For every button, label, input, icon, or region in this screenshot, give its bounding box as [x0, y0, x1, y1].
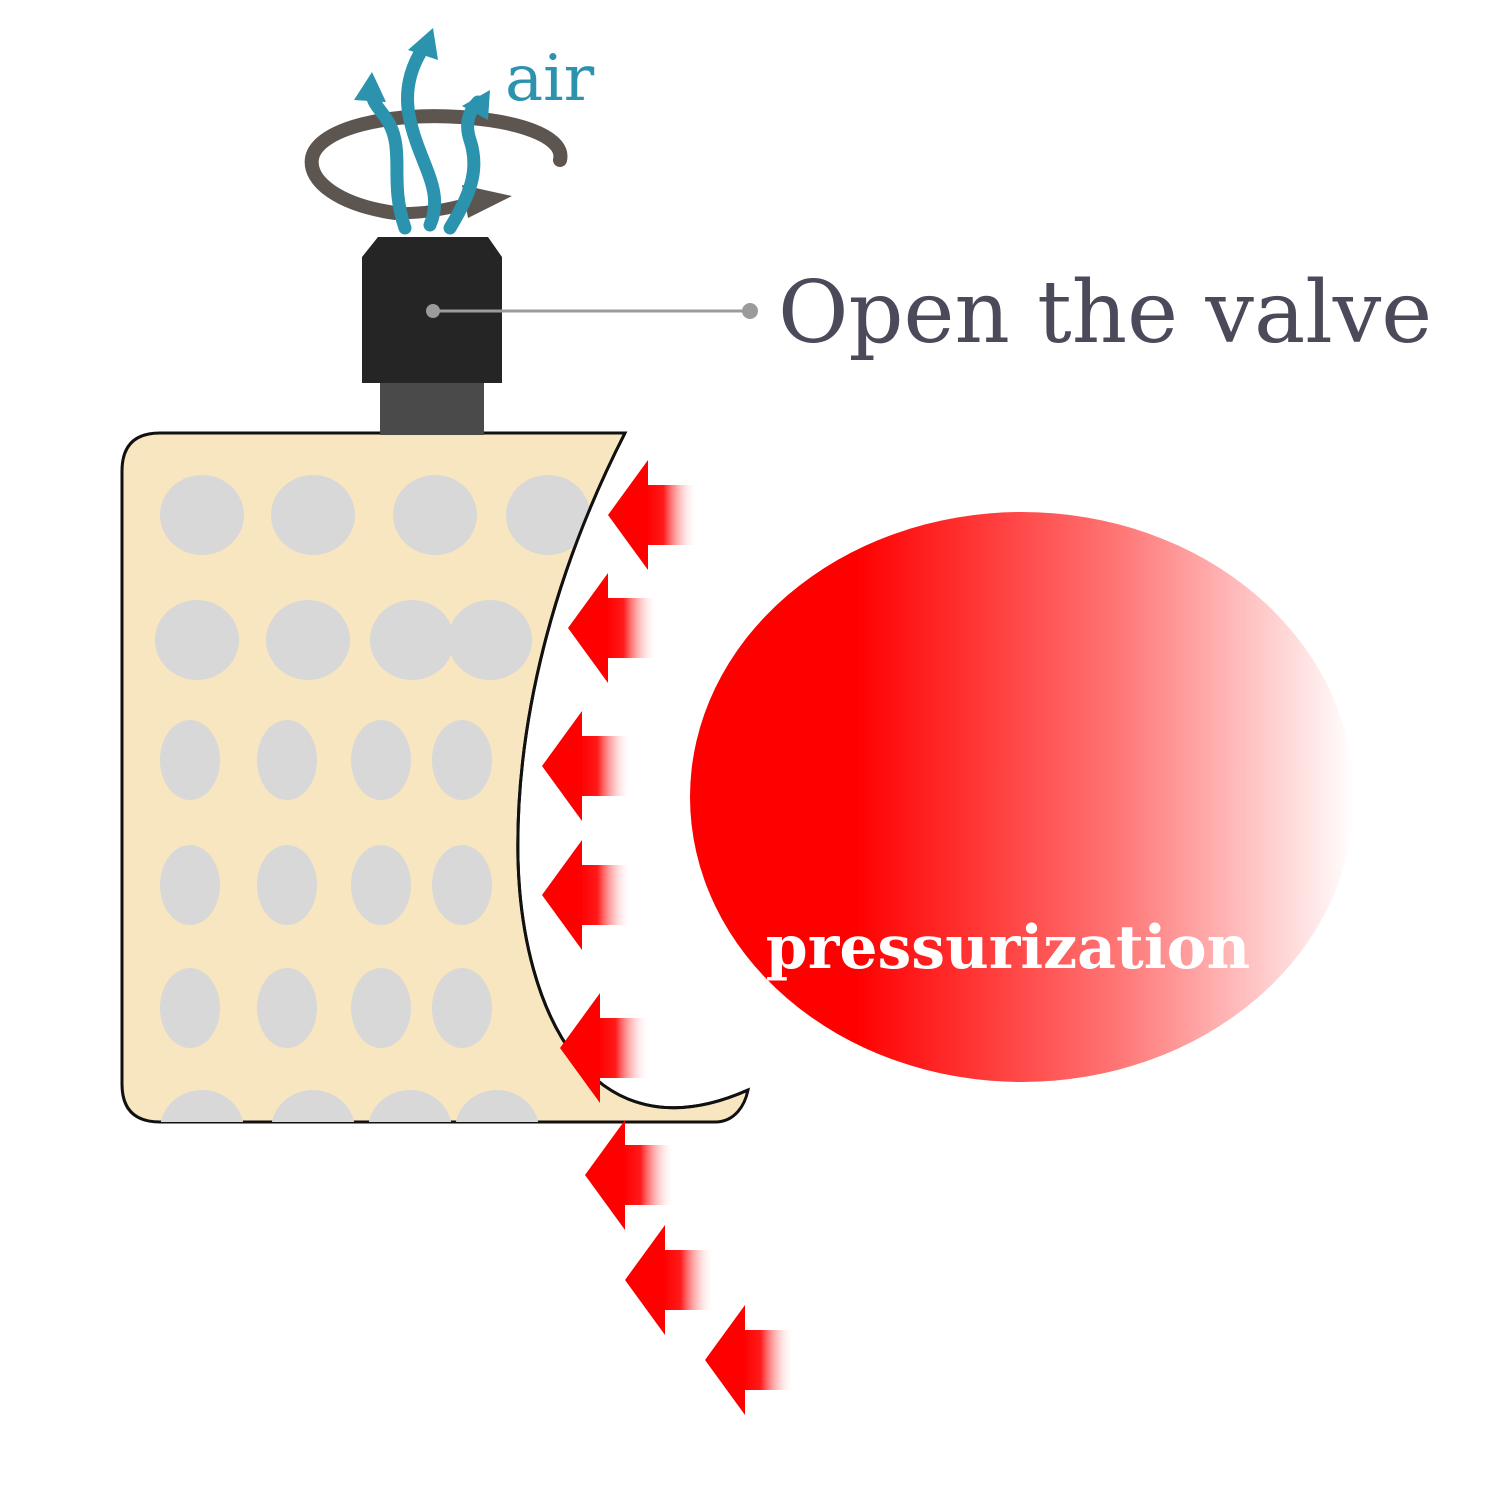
pressure-arrow-icon: [585, 1120, 673, 1230]
content-dot: [160, 1090, 244, 1158]
content-dot: [388, 1340, 472, 1420]
content-dot: [432, 968, 492, 1048]
pressure-arrow-icon: [542, 711, 630, 821]
valve-neck: [380, 380, 484, 435]
air-flow-icon: [354, 28, 490, 235]
valve: [362, 237, 502, 435]
pressure-arrow-icon: [542, 840, 630, 950]
pressure-arrow-icon: [608, 460, 696, 570]
content-dot: [493, 1340, 577, 1420]
content-dot: [370, 600, 454, 680]
content-dot: [432, 845, 492, 925]
pressure-oval: [690, 512, 1354, 1082]
pressure-arrow-icon: [568, 573, 656, 683]
content-dot: [271, 475, 355, 555]
content-dot: [160, 720, 220, 800]
content-dot: [432, 720, 492, 800]
content-dot: [351, 845, 411, 925]
content-dot: [383, 1215, 467, 1295]
content-dot: [393, 475, 477, 555]
content-dot: [271, 1090, 355, 1158]
content-dot: [160, 1340, 244, 1420]
pressure-label: pressurization: [766, 913, 1250, 983]
content-dot: [257, 968, 317, 1048]
content-dot: [271, 1215, 355, 1295]
content-dot: [368, 1090, 452, 1158]
pressure-arrow-icon: [560, 993, 648, 1103]
content-dot: [160, 1215, 244, 1295]
content-dot: [160, 968, 220, 1048]
bag-concave-edge: [516, 432, 749, 1110]
content-dot: [257, 720, 317, 800]
valve-label: Open the valve: [778, 263, 1432, 363]
content-dot: [573, 1340, 657, 1420]
content-dot: [448, 600, 532, 680]
valve-callout: [426, 303, 758, 319]
air-label: air: [505, 42, 595, 116]
pressure-arrows: [542, 460, 793, 1415]
content-dot: [160, 475, 244, 555]
content-dot: [351, 968, 411, 1048]
content-dot: [503, 1215, 587, 1295]
content-dot: [155, 600, 239, 680]
content-dot: [351, 720, 411, 800]
pressure-arrow-icon: [625, 1225, 713, 1335]
content-dot: [160, 845, 220, 925]
content-dot: [266, 600, 350, 680]
content-dot: [506, 475, 590, 555]
content-dot: [455, 1090, 539, 1158]
content-dot: [257, 845, 317, 925]
content-dot: [271, 1340, 355, 1420]
pressure-arrow-icon: [705, 1305, 793, 1415]
